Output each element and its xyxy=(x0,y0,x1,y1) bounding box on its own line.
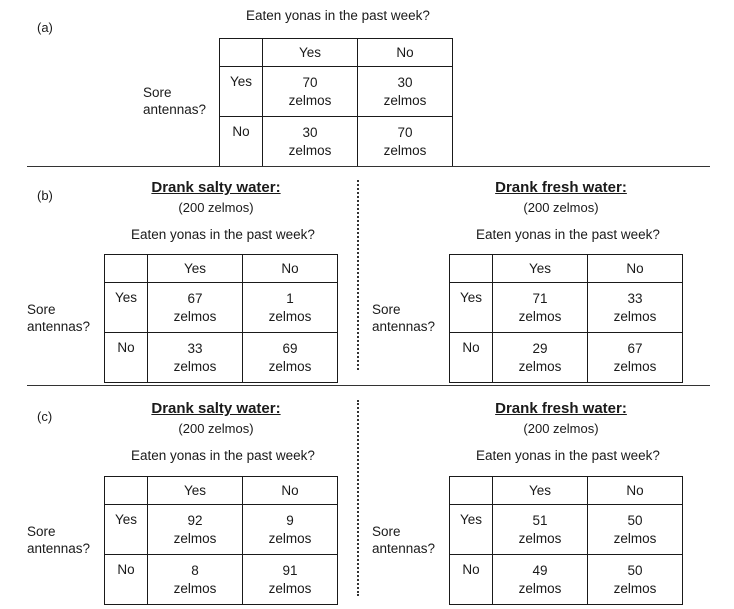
row-header: No xyxy=(449,332,493,383)
row-header: Yes xyxy=(449,504,493,555)
col-header: Yes xyxy=(492,476,588,505)
panel-a-question: Eaten yonas in the past week? xyxy=(246,8,430,23)
corner-cell xyxy=(104,254,148,283)
row-header: Yes xyxy=(449,282,493,333)
row-header: Yes xyxy=(104,504,148,555)
row-header: No xyxy=(449,554,493,605)
col-header: Yes xyxy=(492,254,588,283)
col-header: Yes xyxy=(147,254,243,283)
row-header: No xyxy=(219,116,263,167)
panel-b-label: (b) xyxy=(37,188,53,203)
corner-cell xyxy=(449,254,493,283)
panel-c-salty-sub: (200 zelmos) xyxy=(178,421,254,436)
col-header: No xyxy=(242,254,338,283)
col-header: Yes xyxy=(147,476,243,505)
col-header: Yes xyxy=(262,38,358,67)
panel-a-label: (a) xyxy=(37,20,53,35)
col-header: No xyxy=(587,476,683,505)
panel-c-fresh-heading: Drank fresh water: xyxy=(495,400,627,417)
panel-a-row-label: Sore antennas? xyxy=(143,85,207,117)
divider-b-c xyxy=(27,385,710,386)
row-header: Yes xyxy=(104,282,148,333)
panel-c-separator xyxy=(357,400,359,596)
panel-b-salty-sub: (200 zelmos) xyxy=(178,200,254,215)
panel-b-fresh-question: Eaten yonas in the past week? xyxy=(476,227,660,242)
panel-c-salty-heading: Drank salty water: xyxy=(151,400,281,417)
panel-b-separator xyxy=(357,180,359,370)
row-header: No xyxy=(104,554,148,605)
row-header: No xyxy=(104,332,148,383)
panel-b-fresh-sub: (200 zelmos) xyxy=(523,200,599,215)
divider-a-b xyxy=(27,166,710,167)
panel-b-salty-row-label: Sore antennas? xyxy=(27,302,91,334)
panel-b-fresh-heading: Drank fresh water: xyxy=(495,179,627,196)
corner-cell xyxy=(104,476,148,505)
panel-c-label: (c) xyxy=(37,409,53,424)
corner-cell xyxy=(449,476,493,505)
panel-c-salty-question: Eaten yonas in the past week? xyxy=(131,448,315,463)
corner-cell xyxy=(219,38,263,67)
col-header: No xyxy=(587,254,683,283)
col-header: No xyxy=(242,476,338,505)
panel-b-salty-heading: Drank salty water: xyxy=(151,179,281,196)
panel-b-salty-question: Eaten yonas in the past week? xyxy=(131,227,315,242)
panel-c-fresh-sub: (200 zelmos) xyxy=(523,421,599,436)
panel-c-fresh-row-label: Sore antennas? xyxy=(372,524,436,556)
panel-b-fresh-row-label: Sore antennas? xyxy=(372,302,436,334)
panel-c-salty-row-label: Sore antennas? xyxy=(27,524,91,556)
col-header: No xyxy=(357,38,453,67)
panel-c-fresh-question: Eaten yonas in the past week? xyxy=(476,448,660,463)
row-header: Yes xyxy=(219,66,263,117)
